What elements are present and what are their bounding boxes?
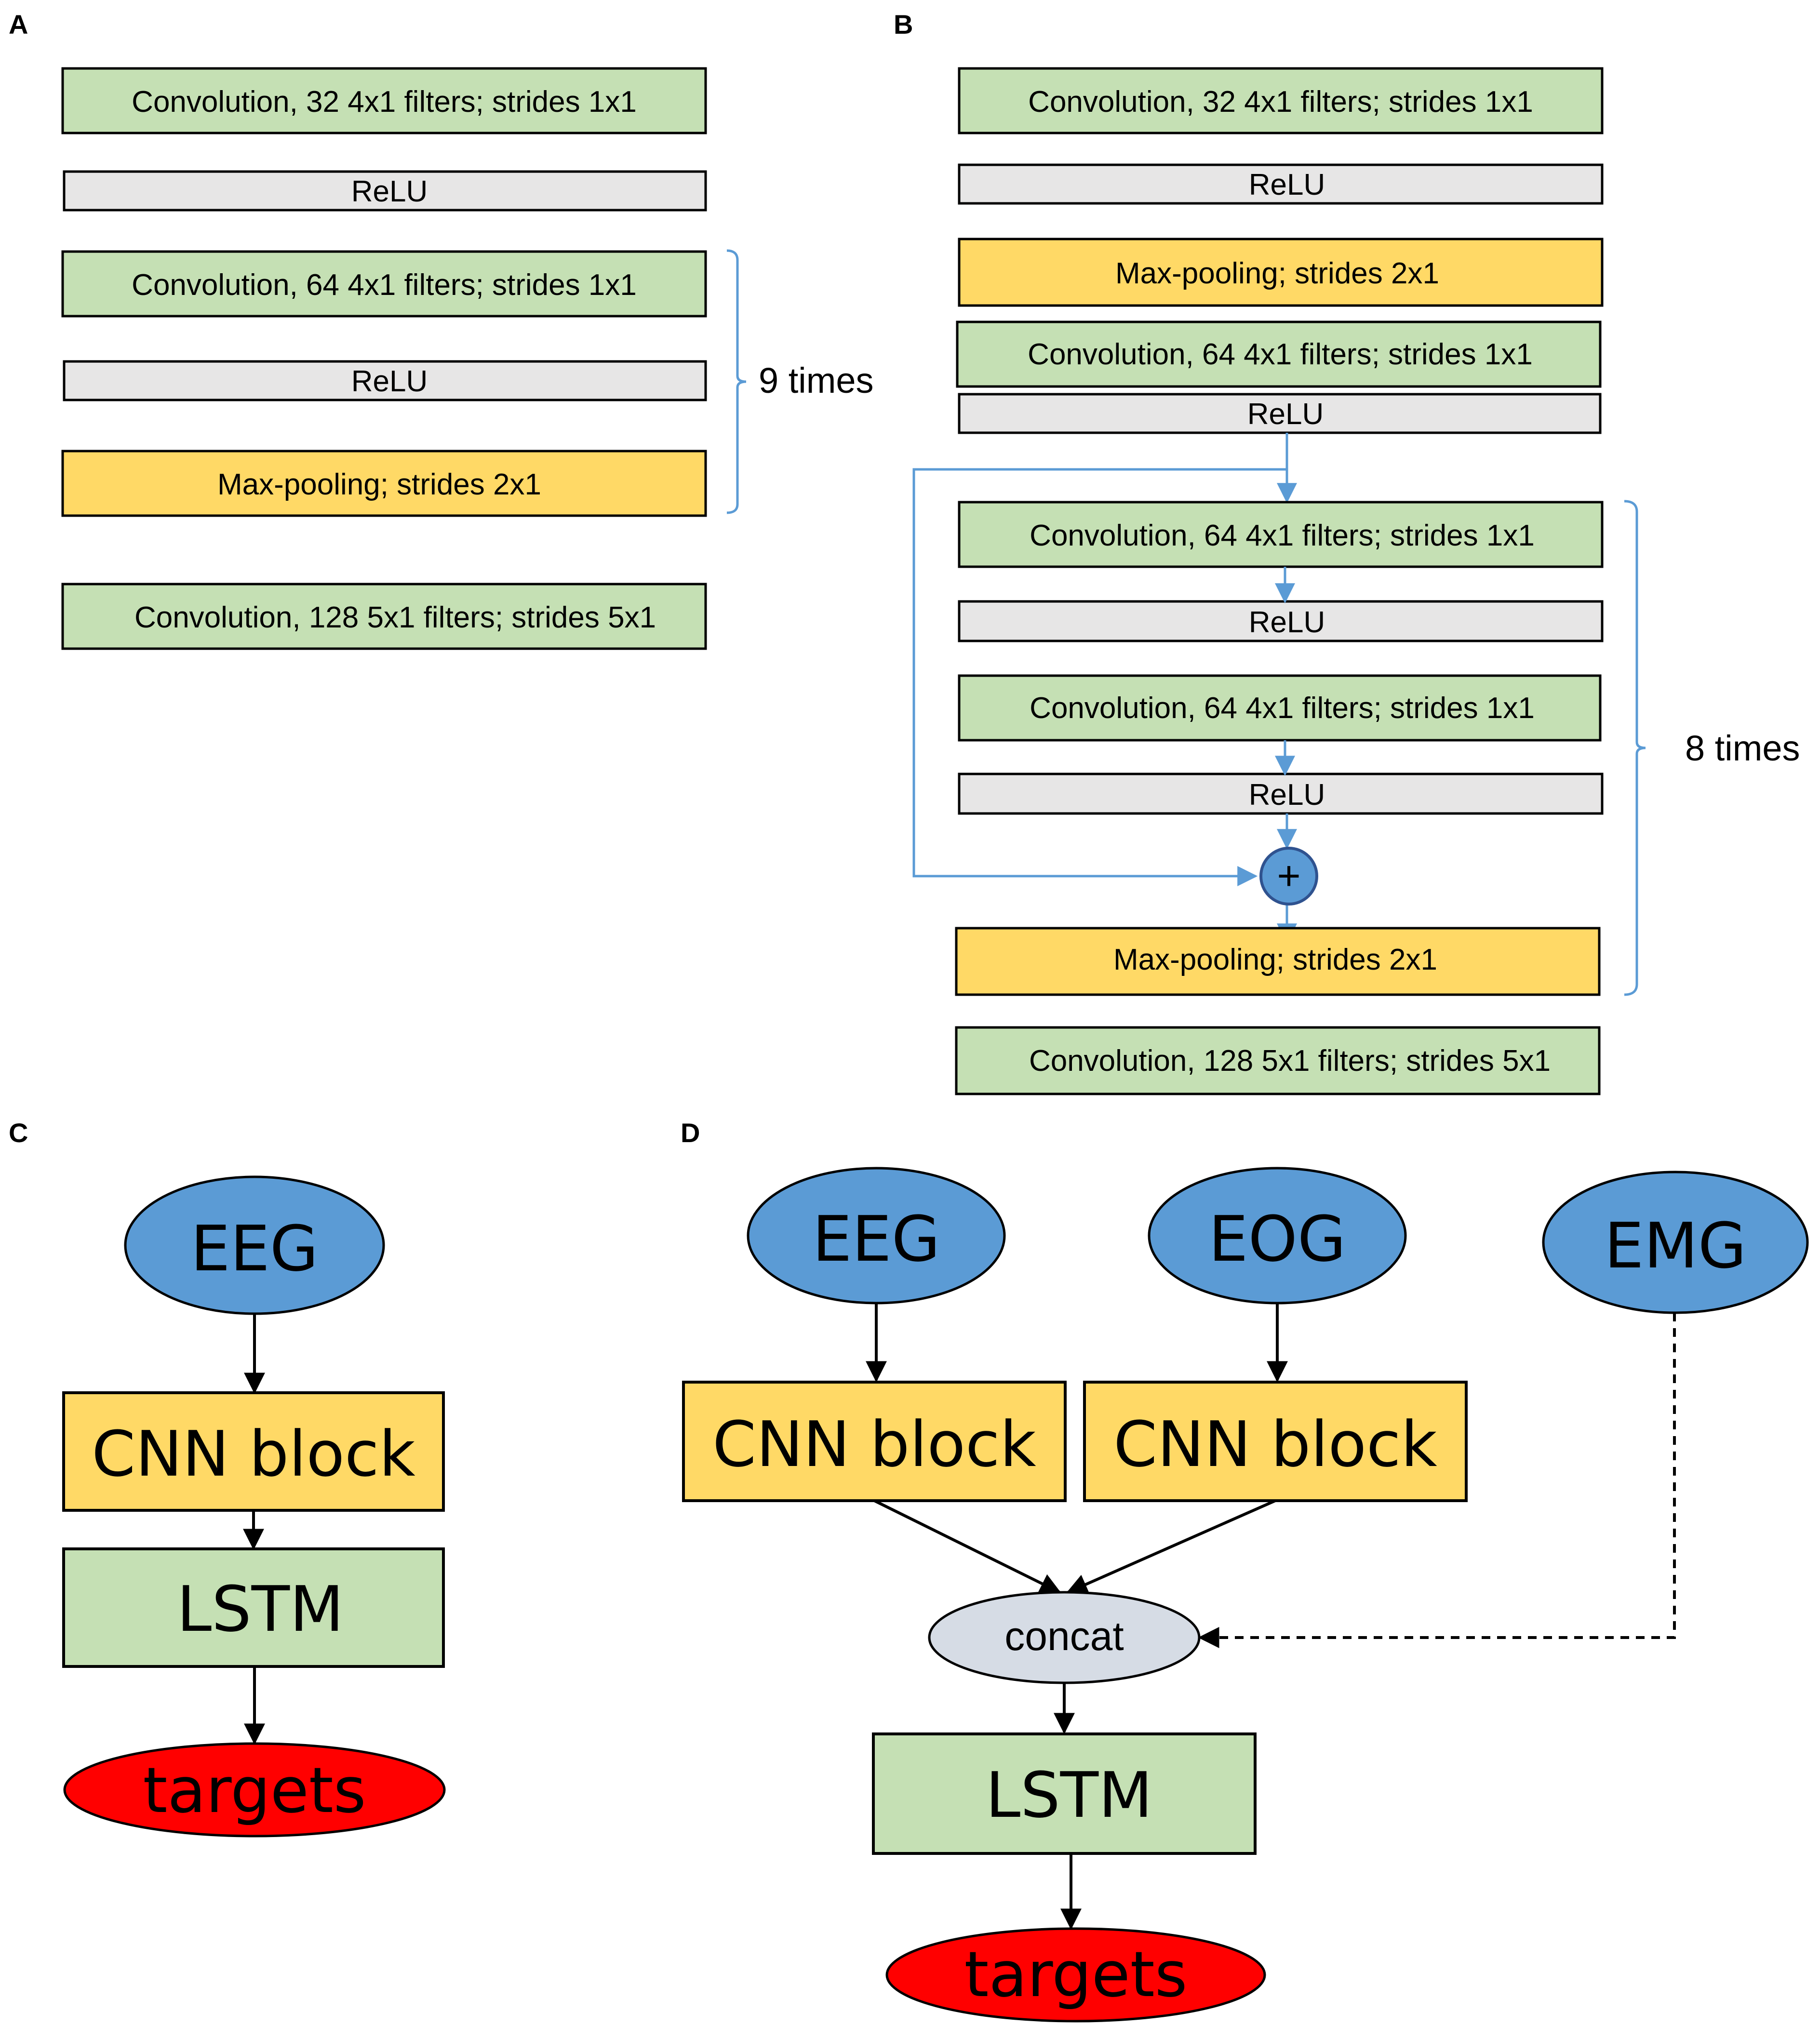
panel-c-cnn-label: CNN block xyxy=(92,1417,415,1491)
panel-c-lstm-label: LSTM xyxy=(177,1572,344,1646)
panel-b-skip-connection xyxy=(912,433,1297,886)
panel-b-conv4-block: Convolution, 64 4x1 filters; strides 1x1 xyxy=(958,674,1602,742)
panel-d-cnn1-label: CNN block xyxy=(712,1408,1036,1481)
panel-b-relu1-block: ReLU xyxy=(958,163,1604,205)
panel-a-conv3-block: Convolution, 128 5x1 filters; strides 5x… xyxy=(61,583,707,650)
panel-b-relu3-label: ReLU xyxy=(1249,606,1325,639)
panel-b-relu2-label: ReLU xyxy=(1247,398,1324,431)
panel-b-letter: B xyxy=(894,9,913,40)
panel-a-conv1-block: Convolution, 32 4x1 filters; strides 1x1 xyxy=(61,67,707,134)
panel-d-lstm-block: LSTM xyxy=(872,1732,1257,1855)
panel-d-arrow-cnn1-concat xyxy=(873,1499,1061,1594)
panel-a-repeat-brace xyxy=(726,249,747,514)
panel-b-relu3-block: ReLU xyxy=(958,600,1604,642)
panel-d-targets-node: targets xyxy=(885,1927,1266,2023)
panel-a-relu2-block: ReLU xyxy=(63,360,707,401)
panel-d-emg-label: EMG xyxy=(1604,1209,1746,1282)
panel-a-relu2-label: ReLU xyxy=(351,365,428,398)
panel-b-conv1-block: Convolution, 32 4x1 filters; strides 1x1 xyxy=(958,67,1604,134)
panel-b-repeat-brace xyxy=(1624,500,1646,996)
panel-b-add-node: + xyxy=(1259,847,1318,906)
panel-b-conv3-block: Convolution, 64 4x1 filters; strides 1x1 xyxy=(958,501,1604,568)
panel-c-targets-node: targets xyxy=(63,1742,446,1838)
panel-d-targets-label: targets xyxy=(964,1938,1188,2011)
panel-c-lstm-block: LSTM xyxy=(62,1547,445,1668)
panel-b-repeat-label: 8 times xyxy=(1685,728,1800,768)
panel-d-concat-node: concat xyxy=(928,1591,1201,1684)
panel-d-eeg-label: EEG xyxy=(812,1202,940,1276)
panel-d-arrow-cnn2-concat xyxy=(1066,1499,1276,1595)
panel-b-conv5-label: Convolution, 128 5x1 filters; strides 5x… xyxy=(1029,1044,1551,1078)
panel-c-eeg-label: EEG xyxy=(190,1212,318,1285)
panel-b-pool2-block: Max-pooling; strides 2x1 xyxy=(955,927,1601,996)
panel-c: C EEG CNN block LSTM targets xyxy=(9,1118,446,1838)
panel-a-conv2-block: Convolution, 64 4x1 filters; strides 1x1 xyxy=(61,250,707,318)
panel-a-pool-label: Max-pooling; strides 2x1 xyxy=(217,468,541,501)
panel-b: B Convolution, 32 4x1 filters; strides 1… xyxy=(894,9,1800,1095)
panel-a-relu1-block: ReLU xyxy=(63,170,707,212)
panel-b-relu1-label: ReLU xyxy=(1249,168,1325,201)
panel-b-conv2-block: Convolution, 64 4x1 filters; strides 1x1 xyxy=(956,320,1602,388)
panel-a-relu1-label: ReLU xyxy=(351,175,428,208)
panel-d: D EEG EOG EMG CNN block CNN block con xyxy=(681,1118,1809,2023)
panel-d-lstm-label: LSTM xyxy=(986,1759,1153,1832)
panel-b-pool1-label: Max-pooling; strides 2x1 xyxy=(1115,257,1439,290)
panel-b-conv1-label: Convolution, 32 4x1 filters; strides 1x1 xyxy=(1028,85,1533,119)
panel-b-relu4-label: ReLU xyxy=(1249,778,1325,812)
panel-b-relu4-block: ReLU xyxy=(958,773,1604,815)
panel-d-letter: D xyxy=(681,1118,700,1148)
panel-b-conv4-label: Convolution, 64 4x1 filters; strides 1x1 xyxy=(1030,692,1535,725)
panel-d-cnn1-block: CNN block xyxy=(682,1381,1067,1502)
panel-c-letter: C xyxy=(9,1118,28,1148)
panel-c-cnn-block: CNN block xyxy=(62,1391,445,1512)
panel-d-emg-node: EMG xyxy=(1542,1171,1809,1314)
panel-c-eeg-node: EEG xyxy=(124,1175,385,1315)
panel-a-conv3-label: Convolution, 128 5x1 filters; strides 5x… xyxy=(134,601,656,634)
panel-b-conv5-block: Convolution, 128 5x1 filters; strides 5x… xyxy=(955,1026,1601,1095)
panel-a: A Convolution, 32 4x1 filters; strides 1… xyxy=(9,9,874,650)
panel-b-conv3-label: Convolution, 64 4x1 filters; strides 1x1 xyxy=(1030,519,1535,552)
panel-b-relu2-block: ReLU xyxy=(958,393,1602,434)
panel-d-concat-label: concat xyxy=(1004,1613,1124,1659)
panel-c-targets-label: targets xyxy=(143,1754,366,1827)
panel-a-repeat-label: 9 times xyxy=(759,360,874,400)
panel-b-plus-label: + xyxy=(1277,853,1300,898)
panel-d-eeg-node: EEG xyxy=(747,1167,1006,1305)
panel-b-pool2-label: Max-pooling; strides 2x1 xyxy=(1113,943,1437,976)
panel-b-conv2-label: Convolution, 64 4x1 filters; strides 1x1 xyxy=(1028,338,1533,371)
panel-a-conv1-label: Convolution, 32 4x1 filters; strides 1x1 xyxy=(132,85,637,119)
panel-b-pool1-block: Max-pooling; strides 2x1 xyxy=(958,238,1604,307)
panel-a-conv2-label: Convolution, 64 4x1 filters; strides 1x1 xyxy=(132,268,637,302)
panel-d-eog-label: EOG xyxy=(1208,1202,1346,1276)
panel-d-eog-node: EOG xyxy=(1148,1167,1407,1305)
panel-a-pool-block: Max-pooling; strides 2x1 xyxy=(61,450,707,517)
panel-d-cnn2-label: CNN block xyxy=(1113,1408,1437,1481)
panel-d-cnn2-block: CNN block xyxy=(1083,1381,1468,1502)
panel-a-letter: A xyxy=(9,9,28,40)
panel-d-arrow-emg-concat xyxy=(1198,1313,1676,1648)
